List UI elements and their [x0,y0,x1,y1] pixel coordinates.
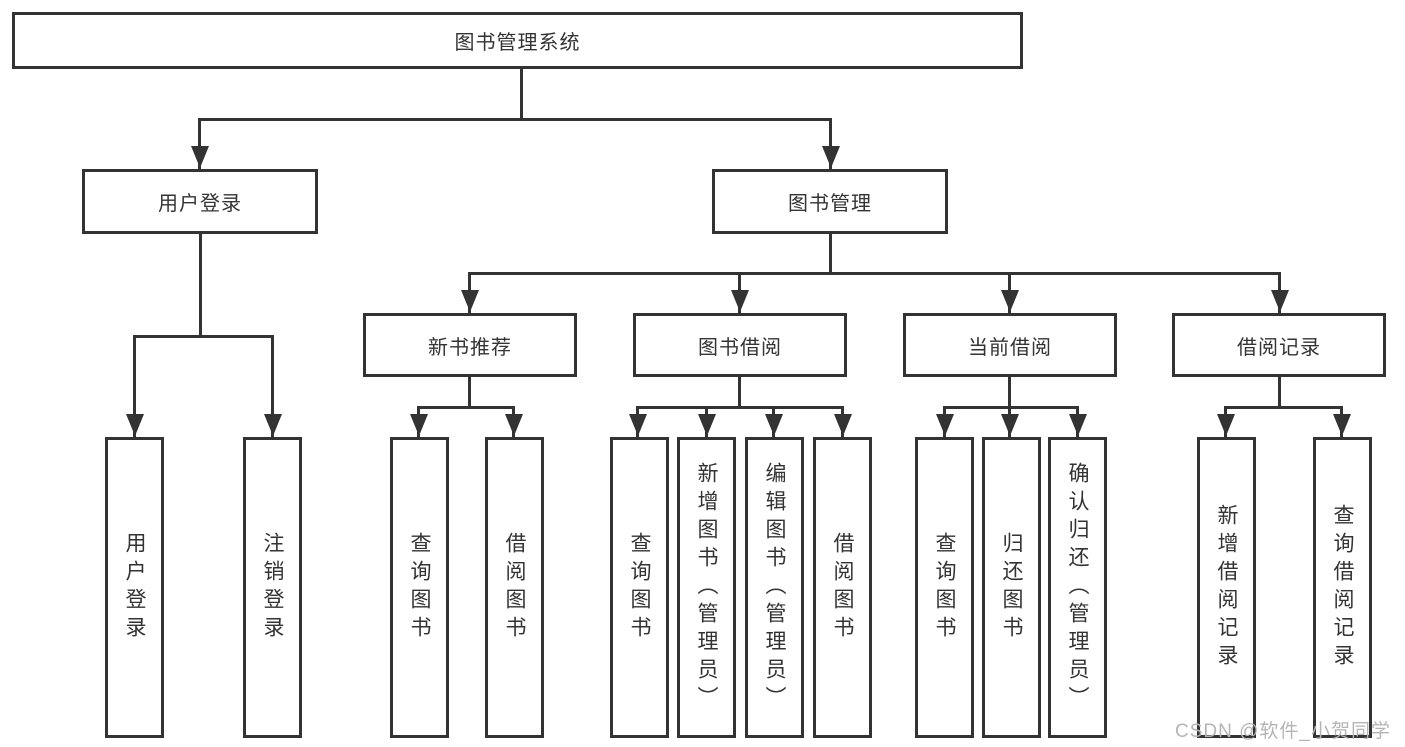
leaf-return-books: 归还图书 [982,437,1041,738]
node-label: 借阅记录 [1237,336,1321,359]
arrow-leaf [705,406,708,437]
leaf-query-borrow-record: 查询借阅记录 [1313,437,1372,738]
leaf-user-login: 用户登录 [105,437,164,738]
leaf-add-borrow-record: 新增借阅记录 [1197,437,1256,738]
arrow-to-borrow-records [1278,272,1281,313]
node-label: 当前借阅 [968,336,1052,359]
node-label: 用户登录 [123,531,146,644]
node-label: 新书推荐 [428,336,512,359]
node-label: 归还图书 [1000,531,1023,644]
edge-book-borrow-branch [636,406,844,409]
leaf-add-books-admin: 新增图书（管理员） [677,437,736,738]
arrow-to-user-login [198,118,201,169]
node-label: 编辑图书（管理员） [763,461,786,714]
leaf-edit-books-admin: 编辑图书（管理员） [745,437,804,738]
node-label: 图书管理 [788,193,872,215]
arrow-to-new-book-recommend [468,272,471,313]
arrow-to-book-management [829,118,832,169]
arrow-leaf [636,406,639,437]
edge-borrow-records-branch [1224,406,1343,409]
node-label: 查询借阅记录 [1331,503,1354,672]
arrow-leaf [1076,406,1079,437]
node-borrow-records: 借阅记录 [1172,313,1386,377]
node-label: 新增图书（管理员） [695,461,718,714]
arrow-leaf [512,406,515,437]
leaf-query-books-3: 查询图书 [915,437,974,738]
node-label: 查询图书 [933,531,956,644]
arrow-leaf [1008,406,1011,437]
node-book-management: 图书管理 [712,169,948,234]
arrow-to-book-borrow [738,272,741,313]
edge-new-book-stem [468,377,471,407]
edge-current-borrow-stem [1008,377,1011,407]
edge-root-branch [198,118,832,121]
arrow-leaf [841,406,844,437]
edge-book-management-stem [829,234,832,275]
arrow-to-login-leaf [133,335,136,437]
node-user-login: 用户登录 [82,169,318,234]
edge-borrow-records-stem [1278,377,1281,407]
edge-user-login-stem [199,234,202,337]
arrow-leaf [772,406,775,437]
node-label: 确认归还（管理员） [1066,461,1089,714]
arrow-leaf [1224,406,1227,437]
leaf-borrow-books-2: 借阅图书 [813,437,872,738]
edge-root-stem [520,69,523,121]
node-label: 图书借阅 [698,336,782,359]
node-book-borrow: 图书借阅 [633,313,847,377]
csdn-watermark: CSDN @软件_小贺同学 [1175,721,1391,742]
node-label: 查询图书 [408,531,431,644]
edge-user-login-branch [134,335,274,338]
node-label: 图书管理系统 [454,32,581,54]
node-new-book-recommend: 新书推荐 [363,313,577,377]
leaf-logout: 注销登录 [243,437,302,738]
arrow-to-logout-leaf [271,335,274,437]
node-label: 用户登录 [158,193,242,215]
edge-book-borrow-stem [738,377,741,407]
edge-current-borrow-branch [943,406,1079,409]
leaf-query-books-1: 查询图书 [390,437,449,738]
node-label: 注销登录 [261,531,284,644]
node-label: 新增借阅记录 [1215,503,1238,672]
node-current-borrow: 当前借阅 [903,313,1117,377]
arrow-leaf [1340,406,1343,437]
arrow-to-current-borrow [1008,272,1011,313]
leaf-confirm-return-admin: 确认归还（管理员） [1048,437,1107,738]
leaf-query-books-2: 查询图书 [610,437,669,738]
leaf-borrow-books-1: 借阅图书 [485,437,544,738]
node-label: 查询图书 [628,531,651,644]
arrow-leaf [943,406,946,437]
edge-new-book-branch [417,406,515,409]
node-library-management-system: 图书管理系统 [12,12,1023,69]
edge-book-management-branch [468,272,1281,275]
arrow-leaf [417,406,420,437]
node-label: 借阅图书 [503,531,526,644]
node-label: 借阅图书 [831,531,854,644]
